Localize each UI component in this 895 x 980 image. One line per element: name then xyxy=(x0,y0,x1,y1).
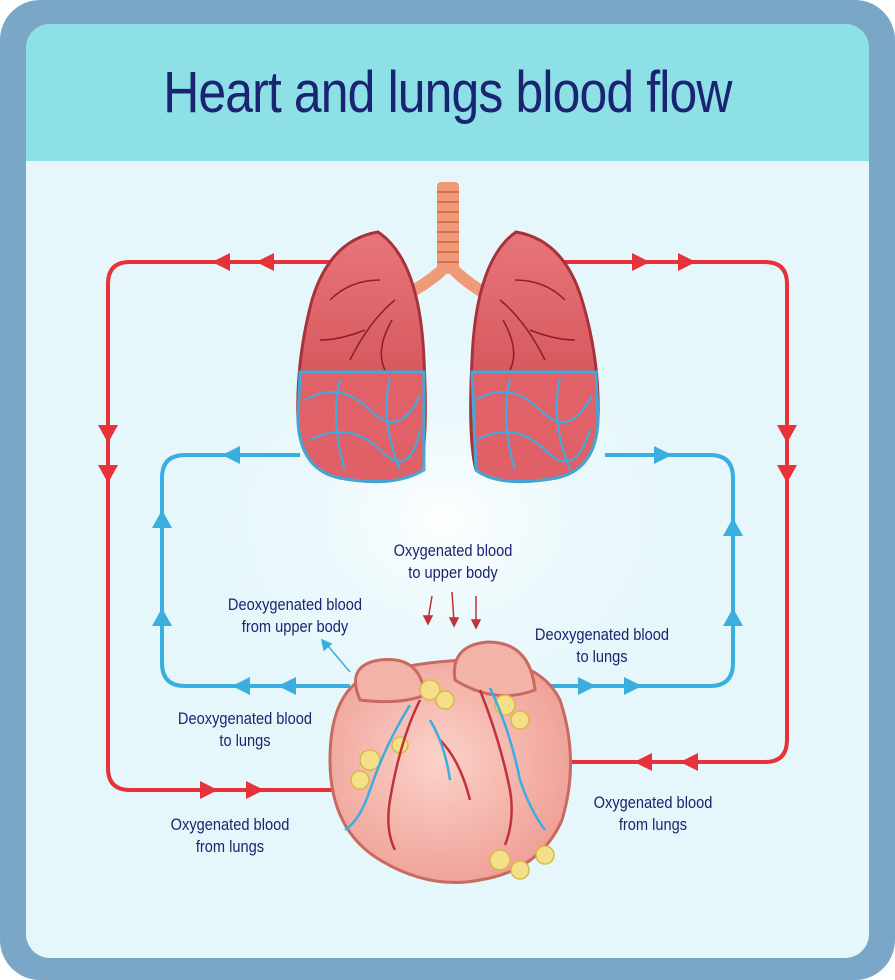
arrow-left-top-1 xyxy=(212,253,230,271)
arrow-blue-left-top xyxy=(222,446,240,464)
page-title: Heart and lungs blood flow xyxy=(163,60,732,125)
left-lung xyxy=(296,230,427,484)
arrow-blue-left-bottom-1 xyxy=(232,677,250,695)
upper-body-blue-arrow xyxy=(320,638,351,673)
right-lung xyxy=(469,230,600,484)
label-oxygenated-from-lungs-left: Oxygenated blood from lungs xyxy=(170,815,290,856)
arrow-blue-right-up-1 xyxy=(723,518,743,536)
arrow-blue-right-bottom-2 xyxy=(624,677,642,695)
label-deoxygenated-to-lungs-left: Deoxygenated blood to lungs xyxy=(177,709,313,750)
upper-body-arrows xyxy=(422,591,482,630)
oxygenated-arrows xyxy=(98,253,797,799)
heart xyxy=(328,640,572,884)
arrow-left-down-2 xyxy=(98,465,118,483)
deoxygenated-loop xyxy=(160,453,735,688)
arrow-right-down-1 xyxy=(777,425,797,443)
arrow-right-top-2 xyxy=(678,253,696,271)
arrow-blue-right-bottom-1 xyxy=(578,677,596,695)
arrow-left-bottom-1 xyxy=(200,781,218,799)
arrow-left-down-1 xyxy=(98,425,118,443)
oxygenated-right-path xyxy=(560,260,789,764)
arrow-right-down-2 xyxy=(777,465,797,483)
arrow-left-top-2 xyxy=(256,253,274,271)
deoxygenated-left-path xyxy=(160,453,350,688)
trachea xyxy=(392,182,500,324)
deoxygenated-arrows xyxy=(152,446,743,695)
arrow-blue-left-bottom-2 xyxy=(278,677,296,695)
label-deoxygenated-to-lungs-right: Deoxygenated blood to lungs xyxy=(534,625,670,666)
arrow-right-top-1 xyxy=(632,253,650,271)
deoxygenated-right-path xyxy=(540,453,735,688)
oxygenated-loop xyxy=(106,260,789,792)
arrow-right-bottom-1 xyxy=(634,753,652,771)
title-bar: Heart and lungs blood flow xyxy=(26,24,869,161)
arrow-blue-right-up-2 xyxy=(723,608,743,626)
arrow-blue-right-top xyxy=(654,446,672,464)
arrow-left-bottom-2 xyxy=(246,781,264,799)
arrow-blue-left-up-1 xyxy=(152,510,172,528)
label-deoxygenated-from-upper-body: Deoxygenated blood from upper body xyxy=(227,595,363,636)
oxygenated-left-path xyxy=(106,260,335,792)
label-oxygenated-from-lungs-right: Oxygenated blood from lungs xyxy=(593,793,713,834)
arrow-blue-left-up-2 xyxy=(152,608,172,626)
arrow-right-bottom-2 xyxy=(680,753,698,771)
label-oxygenated-upper-body: Oxygenated blood to upper body xyxy=(393,541,513,582)
